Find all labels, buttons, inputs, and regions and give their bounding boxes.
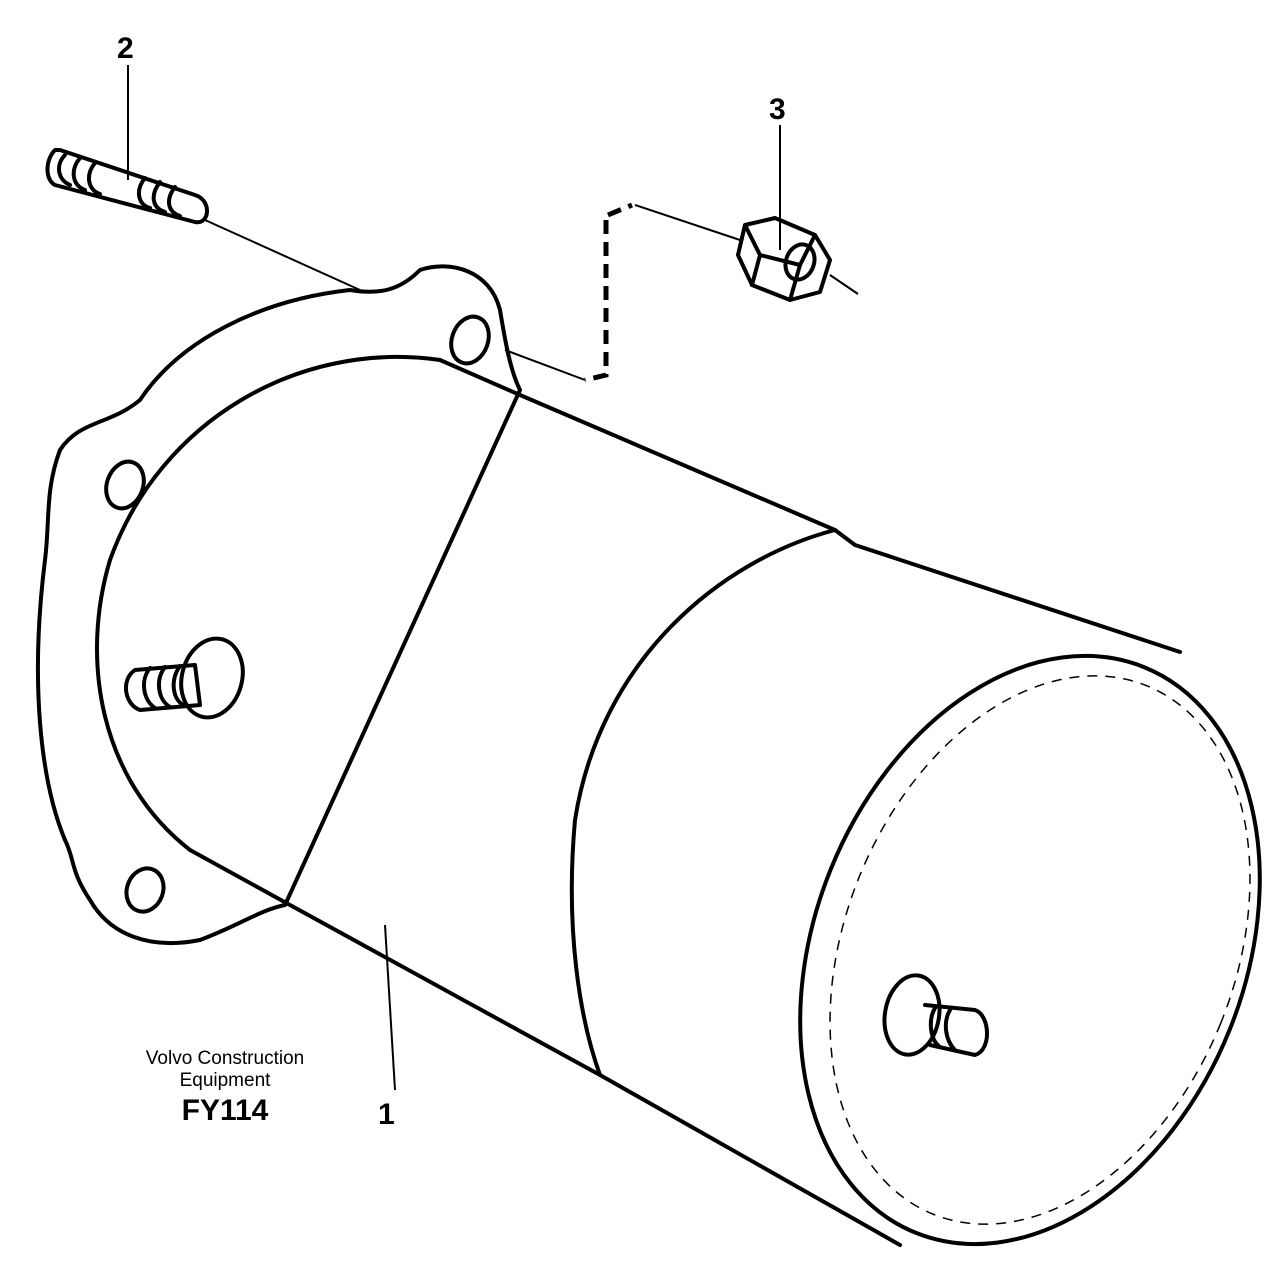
caption-line-2: Equipment bbox=[179, 1069, 271, 1091]
motor-body-cylinder bbox=[188, 358, 1262, 1247]
leader-line-1 bbox=[384, 924, 396, 1091]
axis-line-stud bbox=[204, 219, 361, 291]
end-terminal-bolt bbox=[882, 973, 989, 1057]
end-cap-inner-rim bbox=[829, 675, 1251, 1225]
stud-part-2 bbox=[45, 148, 209, 225]
mounting-flange bbox=[35, 264, 522, 945]
nut-part-3 bbox=[736, 216, 832, 302]
manufacturer-caption: Volvo Construction Equipment FY114 bbox=[110, 1048, 340, 1128]
callout-label-1: 1 bbox=[378, 1098, 395, 1131]
callout-label-3: 3 bbox=[769, 93, 786, 126]
callout-label-2: 2 bbox=[117, 32, 134, 65]
axis-line-hole bbox=[504, 349, 586, 381]
caption-line-1: Volvo Construction bbox=[145, 1048, 305, 1069]
axis-line-nut bbox=[634, 204, 859, 295]
side-terminal-bolt bbox=[124, 636, 245, 720]
hidden-path-line bbox=[584, 202, 633, 383]
end-cap bbox=[798, 653, 1262, 1247]
figure-code: FY114 bbox=[181, 1093, 269, 1127]
